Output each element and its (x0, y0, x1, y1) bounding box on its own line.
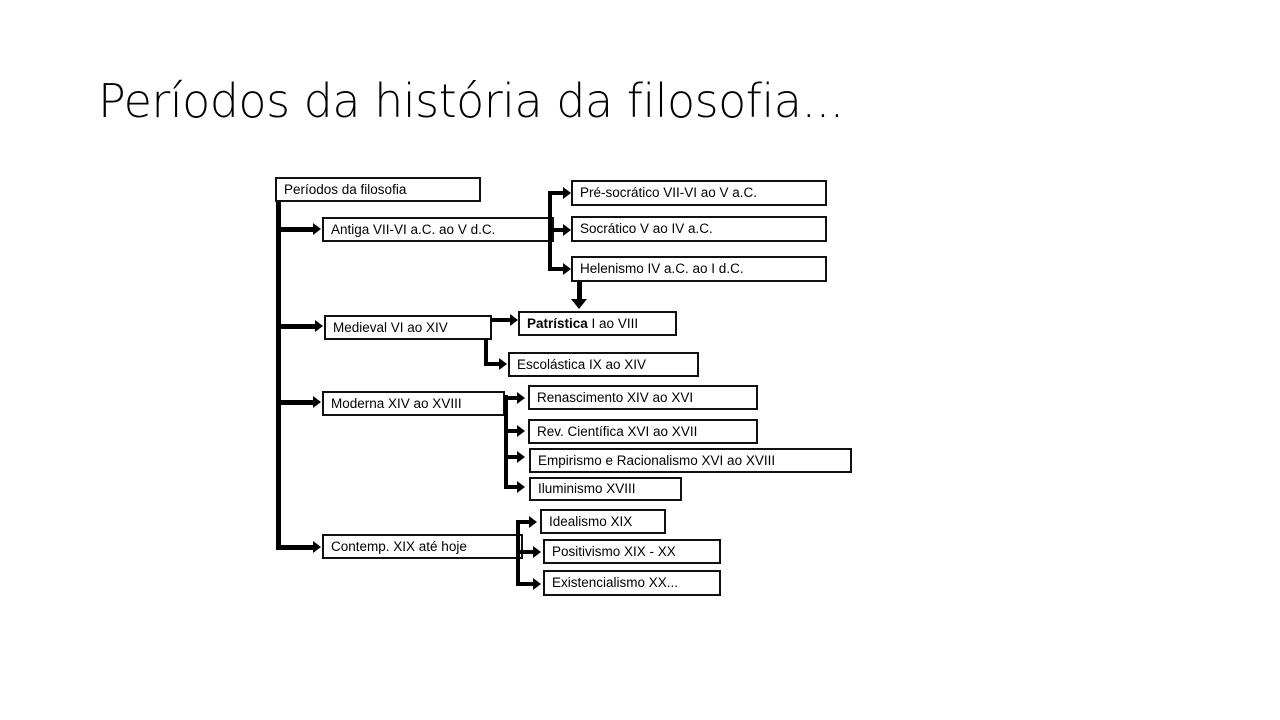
escolastica-arrow (499, 358, 507, 370)
helenismo-down-line (577, 282, 582, 300)
patristica-box: Patrística I ao VIII (518, 311, 677, 336)
iluminismo-box: Iluminismo XVIII (529, 477, 682, 501)
antiga-arrow (313, 223, 321, 235)
socratico-connector-line (552, 228, 564, 232)
contemporanea-label: Contemp. XIX até hoje (331, 538, 467, 554)
positivismo-arrow (533, 546, 541, 558)
pre-socratico-connector-line (548, 191, 564, 195)
moderna-arrow (313, 396, 321, 408)
empirismo-racionalismo-label: Empirismo e Racionalismo XVI ao XVIII (538, 452, 776, 468)
contemporanea-box: Contemp. XIX até hoje (322, 534, 523, 559)
pre-socratico-arrow (563, 187, 571, 199)
antiga-label: Antiga VII-VI a.C. ao V d.C. (331, 221, 496, 237)
rev-cientifica-connector-line (504, 429, 518, 433)
patristica-connector-line (491, 318, 511, 322)
main-trunk-line (276, 200, 281, 550)
patristica-arrow (510, 314, 518, 326)
positivismo-box: Positivismo XIX - XX (543, 539, 721, 564)
renascimento-arrow (517, 392, 525, 404)
patristica-bold-label: Patrística (527, 315, 588, 331)
iluminismo-label: Iluminismo XVIII (538, 481, 636, 496)
medieval-connector-line (276, 324, 316, 329)
rev-cientifica-label: Rev. Científica XVI ao XVII (537, 423, 698, 439)
escolastica-label: Escolástica IX ao XIV (517, 356, 647, 372)
helenismo-label: Helenismo IV a.C. ao I d.C. (580, 261, 744, 276)
renascimento-label: Renascimento XIV ao XVI (537, 389, 694, 405)
positivismo-connector-line (520, 550, 534, 554)
contemporanea-connector-line (276, 545, 314, 550)
moderna-label: Moderna XIV ao XVIII (331, 395, 462, 411)
slide-title: Períodos da história da filosofia... (98, 74, 844, 128)
iluminismo-connector-line (504, 485, 518, 489)
patristica-label: Patrística I ao VIII (527, 314, 638, 334)
moderna-branch-line (504, 395, 508, 489)
idealismo-label: Idealismo XIX (549, 513, 633, 529)
contemporanea-branch-line (516, 520, 520, 586)
idealismo-arrow (529, 516, 537, 528)
iluminismo-arrow (517, 481, 525, 493)
socratico-box: Socrático V ao IV a.C. (571, 216, 827, 242)
antiga-box: Antiga VII-VI a.C. ao V d.C. (322, 217, 554, 242)
rev-cientifica-box: Rev. Científica XVI ao XVII (528, 419, 758, 444)
moderna-box: Moderna XIV ao XVIII (322, 391, 505, 416)
helenismo-arrow (563, 263, 571, 275)
socratico-arrow (563, 224, 571, 236)
escolastica-branch-line (484, 339, 488, 366)
empirismo-racionalismo-box: Empirismo e Racionalismo XVI ao XVIII (529, 448, 852, 473)
helenismo-down-arrow (571, 299, 587, 309)
rev-cientifica-arrow (517, 425, 525, 437)
root-box: Períodos da filosofia (275, 177, 481, 202)
existencialismo-arrow (533, 578, 541, 590)
medieval-label: Medieval VI ao XIV (333, 319, 448, 335)
medieval-arrow (315, 320, 323, 332)
existencialismo-label: Existencialismo XX... (552, 575, 679, 590)
pre-socratico-label: Pré-socrático VII-VI ao V a.C. (580, 185, 758, 200)
socratico-label: Socrático V ao IV a.C. (580, 221, 713, 236)
positivismo-label: Positivismo XIX - XX (552, 543, 676, 559)
idealismo-connector-line (516, 520, 530, 524)
existencialismo-connector-line (516, 582, 534, 586)
renascimento-connector-line (504, 396, 518, 400)
renascimento-box: Renascimento XIV ao XVI (528, 385, 758, 410)
antiga-connector-line (276, 227, 314, 232)
helenismo-connector-line (548, 267, 564, 271)
patristica-rest-label: I ao VIII (587, 315, 639, 331)
helenismo-box: Helenismo IV a.C. ao I d.C. (571, 256, 827, 282)
pre-socratico-box: Pré-socrático VII-VI ao V a.C. (571, 180, 827, 206)
existencialismo-box: Existencialismo XX... (543, 570, 721, 596)
idealismo-box: Idealismo XIX (540, 509, 666, 534)
moderna-connector-line (276, 400, 314, 405)
empirismo-connector-line (504, 455, 518, 459)
contemporanea-arrow (313, 541, 321, 553)
escolastica-connector-line (484, 362, 500, 366)
root-label: Períodos da filosofia (284, 181, 407, 197)
empirismo-arrow (517, 451, 525, 463)
escolastica-box: Escolástica IX ao XIV (508, 352, 699, 377)
antiga-branch-line (548, 191, 552, 271)
medieval-box: Medieval VI ao XIV (324, 315, 492, 340)
